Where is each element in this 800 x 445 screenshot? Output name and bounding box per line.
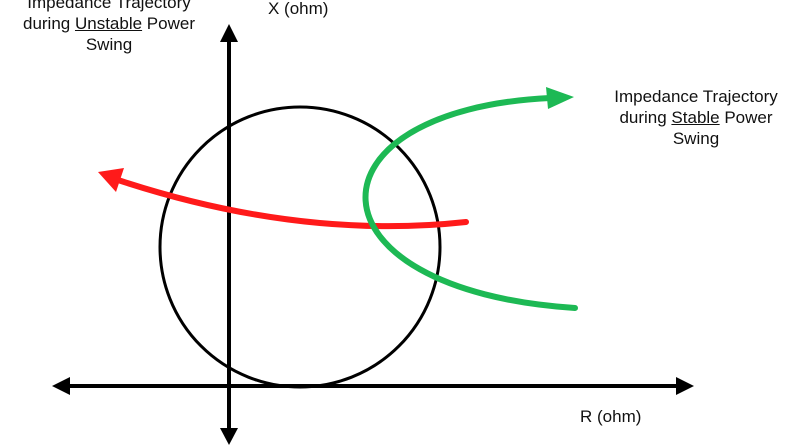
unstable-label: Impedance Trajectory during Unstable Pow… [0, 0, 218, 55]
stable-trajectory-arrowhead [546, 87, 574, 109]
stable-label-line3: Swing [672, 129, 720, 148]
stable-label-line1: Impedance Trajectory [614, 87, 778, 106]
stable-label-line2: during Stable Power [592, 107, 800, 128]
mho-circle [158, 105, 442, 389]
unstable-label-line1: Impedance Trajectory [27, 0, 191, 12]
x-axis-label: X (ohm) [268, 0, 329, 18]
r-axis-arrow-left [52, 377, 70, 395]
x-axis-arrow-top [220, 24, 238, 42]
stable-label-key: Stable [671, 108, 720, 127]
stable-trajectory [362, 95, 578, 311]
unstable-trajectory-arrowhead [98, 168, 124, 192]
r-axis-arrow-right [676, 377, 694, 395]
x-axis-arrow-bottom [220, 428, 238, 445]
unstable-label-pre: during [22, 14, 75, 33]
r-axis-label: R (ohm) [580, 407, 642, 426]
unstable-label-line3: Swing [85, 35, 133, 54]
unstable-trajectory [115, 177, 469, 230]
stable-label-pre: during [619, 108, 672, 127]
stable-label: Impedance Trajectory during Stable Power… [592, 86, 800, 149]
stable-label-post: Power [719, 108, 773, 127]
unstable-label-post: Power [142, 14, 195, 33]
unstable-label-key: Unstable [74, 14, 143, 33]
unstable-label-line2: during Unstable Power [0, 13, 218, 34]
